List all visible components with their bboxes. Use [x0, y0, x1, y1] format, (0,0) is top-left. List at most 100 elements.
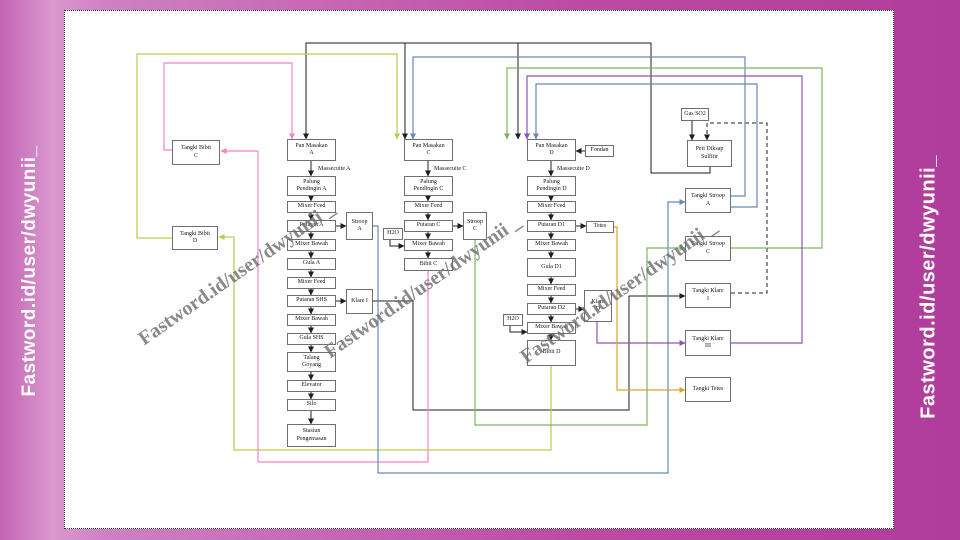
node-label: Putaran D1 [537, 222, 566, 229]
node-label: Goyang [302, 362, 321, 368]
node-label: Palung [303, 178, 320, 185]
node-label: Mixer Bawah [412, 241, 445, 248]
node-h2o-c: H2O [383, 228, 403, 240]
label-massecuite-c: Massecuite C [434, 166, 467, 172]
node-label: Pengemasan [296, 435, 327, 442]
node-label: Tangki Bibit [180, 145, 212, 151]
node-label: Stroop [351, 218, 368, 225]
node-label: Putaran C [416, 222, 441, 229]
node-bibit-c: Bibit C [404, 258, 453, 271]
node-label: Mixer Feed [297, 203, 326, 210]
node-label: Pendingin A [296, 186, 327, 192]
node-mixer-feed-d2: Mixer Feed [527, 284, 576, 296]
node-label: Palung [543, 178, 560, 185]
node-label: I [707, 295, 709, 302]
label-massecuite-d: Massecuite D [557, 166, 590, 172]
node-mixer-bawah-d1: Mixer Bawah [527, 239, 576, 251]
node-mixer-feed-d1: Mixer Feed [527, 201, 576, 213]
node-label: Gas SO2 [684, 110, 706, 117]
node-putaran-d2: Putaran D2 [527, 303, 576, 315]
node-label: Bibit D [542, 349, 561, 356]
node-silo: Silo [287, 399, 336, 411]
watermark-left: Fastword.id/user/dwyunii_ [19, 145, 40, 397]
node-label: Klare [591, 298, 605, 305]
node-label: Mixer Bawah [535, 324, 568, 331]
node-label: Pendingin C [413, 186, 444, 192]
node-label: A [705, 200, 711, 207]
node-h2o-d: H2O [503, 314, 523, 326]
node-label: A [357, 226, 362, 232]
node-label: Pan Masakan [295, 142, 328, 149]
node-klare-i: Klare I [346, 289, 373, 314]
node-label: C [426, 150, 431, 156]
node-label: III [705, 343, 711, 349]
node-mixer-bawah-d2: Mixer Bawah [527, 322, 576, 334]
node-label: Putaran D2 [537, 305, 566, 312]
node-label: Peti Diksap [695, 146, 724, 152]
node-label: Mixer Bawah [535, 241, 568, 248]
node-label: Mixer Bawah [295, 316, 328, 323]
node-label: Mixer Feed [297, 279, 326, 286]
node-label: Mixer Feed [537, 286, 566, 293]
node-label: Mixer Feed [537, 203, 566, 210]
document-page [64, 10, 894, 529]
node-label: H2O [507, 316, 519, 323]
node-mixer-feed-c: Mixer Feed [404, 201, 453, 213]
node-label: C [193, 152, 198, 159]
watermark-right: Fastword.id/user/dwyunii_ [917, 155, 940, 419]
node-label: Tangki Klare [692, 335, 724, 342]
node-label: Elevator [301, 382, 322, 389]
node-label: Sulfitir [700, 153, 718, 160]
node-mixer-bawah-c: Mixer Bawah [404, 239, 453, 251]
node-putaran-c: Putaran C [404, 220, 453, 232]
node-mixer-feed-a1: Mixer Feed [287, 201, 336, 213]
node-label: Pan Masakan [412, 142, 445, 149]
node-label: D [192, 238, 198, 244]
node-label: C [472, 226, 477, 232]
label-massecuite-a: Massecuite A [318, 166, 351, 172]
node-label: Tangki Stroop [690, 241, 726, 247]
node-label: Putaran A [299, 222, 324, 229]
node-label: D [549, 150, 554, 156]
node-label: A [309, 150, 314, 156]
node-label: Mixer Bawah [295, 241, 328, 248]
node-label: Gula A [302, 260, 321, 267]
node-tetes: Tetes [586, 221, 614, 233]
node-label: Klare I [351, 297, 368, 304]
node-label: Fondan [590, 147, 609, 154]
node-fondan: Fondan [585, 145, 614, 157]
node-gas-so2: Gas SO2 [681, 108, 709, 121]
node-putaran-d1: Putaran D1 [527, 220, 576, 232]
node-label: Mixer Feed [414, 203, 443, 210]
node-mixer-bawah-a1: Mixer Bawah [287, 239, 336, 251]
node-label: Talang [303, 354, 320, 361]
node-label: Pan Masakan [535, 142, 568, 149]
node-putaran-shs: Putaran SHS [287, 295, 336, 307]
node-label: Tangki Klare [692, 288, 724, 294]
node-label: Pendingin D [536, 186, 567, 192]
node-gula-shs: Gula SHS [287, 333, 336, 345]
node-label: H2O [387, 230, 399, 237]
node-label: Tangki Tetes [692, 385, 724, 392]
node-label: Stroop [466, 218, 483, 225]
node-label: Silo [306, 401, 317, 408]
node-label: Palung [420, 178, 437, 185]
node-label: D [595, 306, 601, 312]
